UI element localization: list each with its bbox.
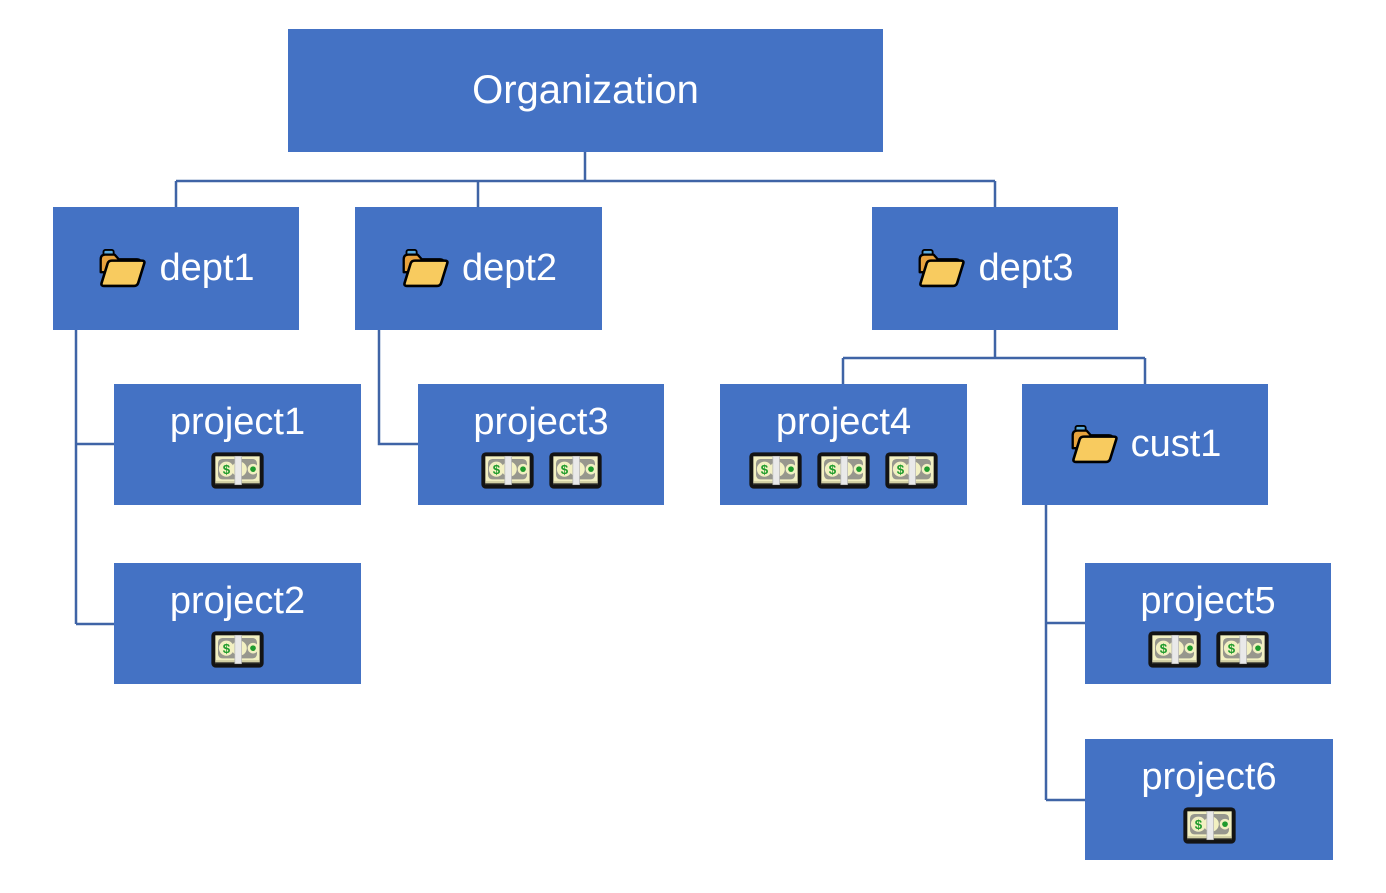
node-label: cust1 [1130, 423, 1222, 465]
node-label: dept1 [159, 247, 255, 289]
node-project6: project6 [1085, 739, 1333, 860]
node-project2: project2 [114, 563, 361, 684]
node-project3: project3 [418, 384, 664, 505]
banknote-icon [1182, 806, 1237, 845]
connector-dept3-to-children [841, 330, 1147, 384]
open-folder-icon [1069, 423, 1119, 466]
node-label: project3 [473, 400, 609, 443]
node-label: Organization [472, 68, 699, 112]
banknote-icon [1147, 630, 1202, 669]
banknote-icon [884, 451, 939, 490]
connector-dept2-to-project3 [377, 330, 418, 446]
connector-dept1-to-projects [74, 330, 114, 626]
node-label: project2 [169, 579, 306, 622]
banknote-icons [480, 451, 603, 491]
node-dept3: dept3 [872, 207, 1118, 330]
node-label: project4 [775, 400, 912, 443]
node-dept1: dept1 [53, 207, 299, 330]
connector-cust1-to-projects [1044, 505, 1085, 802]
banknote-icons [748, 451, 939, 491]
banknote-icon [1215, 630, 1270, 669]
open-folder-icon [97, 247, 147, 290]
banknote-icon [210, 451, 265, 490]
node-label: project5 [1140, 579, 1276, 622]
node-organization: Organization [288, 29, 883, 152]
node-cust1: cust1 [1022, 384, 1268, 505]
node-project1: project1 [114, 384, 361, 505]
node-label: project1 [169, 400, 306, 443]
banknote-icons [210, 451, 265, 491]
banknote-icons [210, 630, 265, 670]
banknote-icon [480, 451, 535, 490]
banknote-icons [1182, 806, 1237, 846]
connector-org-to-depts [174, 152, 997, 207]
node-dept2: dept2 [355, 207, 602, 330]
banknote-icon [748, 451, 803, 490]
banknote-icons [1147, 630, 1270, 670]
banknote-icon [548, 451, 603, 490]
node-project5: project5 [1085, 563, 1331, 684]
open-folder-icon [400, 247, 450, 290]
banknote-icon [210, 630, 265, 669]
node-project4: project4 [720, 384, 967, 505]
node-label: dept2 [461, 247, 558, 289]
banknote-icon [816, 451, 871, 490]
node-label: project6 [1141, 755, 1277, 798]
node-label: dept3 [978, 247, 1074, 289]
open-folder-icon [916, 247, 966, 290]
